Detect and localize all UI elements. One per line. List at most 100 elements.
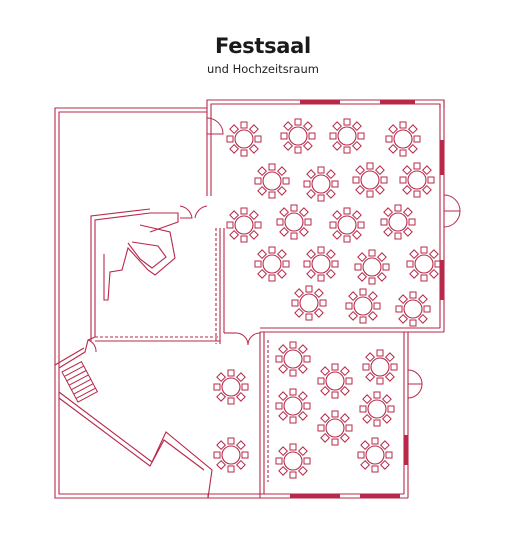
door-foyer-left — [87, 339, 97, 353]
chair — [406, 260, 414, 268]
chair — [278, 363, 289, 374]
tables — [213, 118, 442, 479]
chair — [357, 221, 365, 229]
chair — [229, 143, 240, 154]
windows — [290, 100, 444, 498]
hochzeitsraum-table — [275, 443, 311, 479]
chair — [376, 377, 384, 385]
hochzeitsraum-table — [275, 341, 311, 377]
chair — [352, 176, 360, 184]
festsaal-table — [303, 246, 339, 282]
chair — [376, 252, 387, 263]
hochzeitsraum-table — [357, 437, 393, 473]
festsaal-table — [345, 288, 381, 324]
chair — [348, 291, 359, 302]
chair — [366, 162, 374, 170]
chair — [373, 302, 381, 310]
chair — [362, 363, 370, 371]
chair — [399, 121, 407, 129]
chair — [427, 176, 435, 184]
chair — [434, 260, 442, 268]
staircase — [61, 360, 99, 403]
chair — [385, 135, 393, 143]
chair — [380, 218, 388, 226]
chair — [380, 176, 388, 184]
chair — [357, 271, 368, 282]
chair — [348, 310, 359, 321]
festsaal-table — [226, 207, 262, 243]
chair — [381, 413, 392, 424]
chair — [294, 118, 302, 126]
chair — [388, 143, 399, 154]
chair — [367, 310, 378, 321]
chair — [368, 249, 376, 257]
chair — [289, 443, 297, 451]
chair — [241, 451, 249, 459]
chair — [317, 377, 325, 385]
chair — [407, 143, 418, 154]
festsaal-table — [226, 121, 262, 157]
chair — [357, 132, 365, 140]
chair — [399, 176, 407, 184]
hochzeitsraum-table — [317, 363, 353, 399]
chair — [276, 249, 287, 260]
chair — [278, 410, 289, 421]
chair — [413, 190, 421, 198]
chair — [257, 249, 268, 260]
chair — [383, 226, 394, 237]
chair — [399, 149, 407, 157]
outer-wall-left — [54, 107, 208, 499]
chair — [351, 140, 362, 151]
chair — [384, 371, 395, 382]
chair — [360, 459, 371, 470]
chair — [387, 405, 395, 413]
door-hochzeitsraum-right — [407, 369, 423, 399]
chair — [257, 268, 268, 279]
chair — [229, 210, 240, 221]
chair — [317, 246, 325, 254]
chair — [329, 132, 337, 140]
chair — [317, 166, 325, 174]
chair — [351, 210, 362, 221]
chair — [409, 291, 417, 299]
chair — [282, 260, 290, 268]
chair — [294, 307, 305, 318]
chair — [278, 344, 289, 355]
chair — [226, 221, 234, 229]
chair — [227, 437, 235, 445]
chair — [289, 416, 297, 424]
festsaal-top-wall-inner — [210, 103, 441, 108]
chair — [216, 459, 227, 470]
chair — [320, 385, 331, 396]
chair — [360, 440, 371, 451]
chair — [235, 459, 246, 470]
chair — [268, 274, 276, 282]
chair — [332, 121, 343, 132]
chair — [308, 132, 316, 140]
door-hochzeitsraum — [235, 332, 261, 346]
chair — [343, 118, 351, 126]
chair — [304, 218, 312, 226]
chair — [216, 372, 227, 383]
chair — [268, 163, 276, 171]
hochzeitsraum-table — [362, 349, 398, 385]
chair — [297, 391, 308, 402]
chair — [313, 307, 324, 318]
chair — [297, 344, 308, 355]
chair — [278, 391, 289, 402]
chair — [366, 190, 374, 198]
door-festsaal-top-left — [206, 117, 224, 135]
chair — [390, 363, 398, 371]
chair — [306, 249, 317, 260]
chair — [339, 413, 350, 424]
chair — [254, 135, 262, 143]
festsaal-table — [280, 118, 316, 154]
chair — [283, 121, 294, 132]
chair — [279, 226, 290, 237]
chair — [359, 288, 367, 296]
chair — [275, 355, 283, 363]
hochzeitsraum-table — [213, 437, 249, 473]
chair — [357, 451, 365, 459]
chair — [227, 369, 235, 377]
